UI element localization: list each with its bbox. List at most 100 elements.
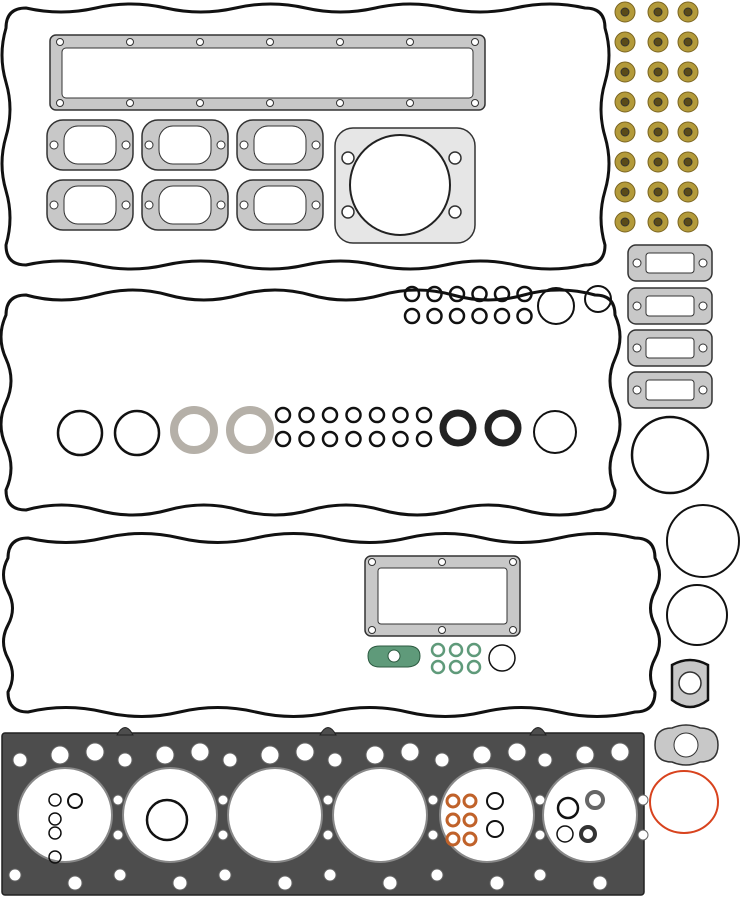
- bolt-hole: [368, 558, 376, 566]
- green-o-ring: [448, 659, 464, 675]
- coolant-hole: [637, 794, 649, 806]
- coolant-hole: [430, 868, 444, 882]
- bolt-hole: [632, 385, 642, 395]
- coolant-hole: [218, 868, 232, 882]
- coolant-hole: [327, 752, 343, 768]
- valve-stem-seal-bore: [683, 217, 693, 227]
- gasket-parts: [614, 1, 740, 834]
- green-o-ring: [430, 642, 446, 658]
- metal-seal-ring: [170, 406, 218, 454]
- bolt-hole: [295, 742, 315, 762]
- copper-sealing-ring: [445, 812, 461, 828]
- bolt-hole: [144, 200, 154, 210]
- valve-stem-seal-bore: [620, 187, 630, 197]
- bolt-hole: [341, 151, 355, 165]
- coolant-hole: [537, 752, 553, 768]
- coolant-hole: [112, 794, 124, 806]
- coolant-hole: [12, 752, 28, 768]
- valve-stem-seal-bore: [620, 127, 630, 137]
- o-ring: [486, 820, 504, 838]
- o-ring: [368, 406, 386, 424]
- o-ring: [403, 307, 421, 325]
- head-gasket-tab: [319, 727, 337, 736]
- bolt-hole: [341, 205, 355, 219]
- bolt-hole: [632, 301, 642, 311]
- bolt-hole: [698, 301, 708, 311]
- head-gasket-tab: [116, 727, 134, 736]
- bolt-hole: [196, 38, 204, 46]
- bolt-hole: [489, 875, 505, 891]
- bolt-hole: [507, 742, 527, 762]
- bolt-hole: [610, 742, 630, 762]
- valve-stem-seal-bore: [683, 187, 693, 197]
- copper-sealing-ring: [445, 831, 461, 847]
- large-o-ring: [630, 415, 710, 495]
- cylinder-bore: [17, 767, 113, 863]
- o-ring: [48, 812, 62, 826]
- o-ring: [274, 430, 292, 448]
- o-ring: [345, 430, 362, 448]
- metal-seal-ring: [226, 406, 274, 454]
- o-ring: [448, 307, 466, 325]
- copper-sealing-ring: [445, 793, 461, 809]
- exhaust-port-opening: [158, 125, 212, 165]
- o-ring: [345, 406, 362, 424]
- shaft-seal: [579, 825, 597, 843]
- valve-stem-seal-bore: [620, 67, 630, 77]
- copper-sealing-ring: [462, 831, 478, 847]
- o-ring: [556, 825, 574, 843]
- o-ring: [48, 850, 62, 864]
- o-ring: [67, 793, 83, 809]
- valve-stem-seal-bore: [683, 97, 693, 107]
- valve-stem-seal-bore: [620, 37, 630, 47]
- o-ring: [584, 285, 612, 313]
- exhaust-gasket-opening: [645, 379, 695, 401]
- bolt-hole: [190, 742, 210, 762]
- bolt-hole: [126, 38, 134, 46]
- flange-gasket-bore: [673, 732, 699, 758]
- o-ring: [516, 285, 533, 303]
- valve-stem-seal-bore: [683, 7, 693, 17]
- coolant-hole: [533, 868, 547, 882]
- bolt-hole: [698, 343, 708, 353]
- coolant-hole: [112, 829, 124, 841]
- bolt-hole: [632, 258, 642, 268]
- shaft-seal: [484, 409, 522, 447]
- o-ring: [426, 307, 443, 325]
- o-ring: [368, 430, 386, 448]
- coolant-hole: [322, 829, 334, 841]
- o-ring: [493, 285, 511, 303]
- valve-stem-seal-bore: [620, 157, 630, 167]
- coolant-hole: [322, 794, 334, 806]
- shaft-seal: [439, 409, 477, 447]
- head-gasket-tab: [529, 727, 547, 736]
- coolant-hole: [217, 829, 229, 841]
- green-o-ring: [448, 642, 464, 658]
- valve-cover-gasket-outline: [0, 2, 611, 271]
- bolt-hole: [509, 626, 517, 634]
- o-ring: [415, 406, 433, 424]
- bolt-hole: [121, 140, 131, 150]
- bolt-hole: [216, 140, 226, 150]
- bolt-hole: [400, 742, 420, 762]
- bolt-hole: [575, 745, 595, 765]
- valve-stem-seal-bore: [683, 67, 693, 77]
- o-ring: [321, 406, 339, 424]
- green-gasket-bore: [387, 649, 401, 663]
- o-ring: [298, 430, 315, 448]
- green-o-ring: [466, 642, 482, 658]
- o-ring: [537, 287, 575, 325]
- cylinder-bore: [227, 767, 323, 863]
- bolt-hole: [239, 140, 249, 150]
- o-ring: [486, 792, 504, 810]
- valve-stem-seal-bore: [653, 187, 663, 197]
- cylinder-bore: [332, 767, 428, 863]
- large-o-ring: [666, 504, 740, 578]
- o-ring: [415, 430, 433, 448]
- valve-stem-seal-bore: [653, 67, 663, 77]
- o-ring: [533, 410, 577, 454]
- bolt-hole: [592, 875, 608, 891]
- valve-stem-seal-bore: [620, 217, 630, 227]
- bolt-hole: [266, 38, 274, 46]
